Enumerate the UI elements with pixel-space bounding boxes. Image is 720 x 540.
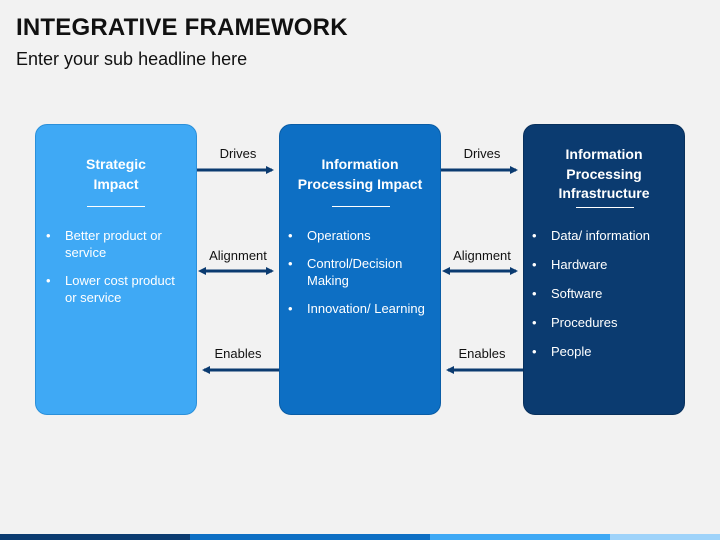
box-title-line: Processing <box>566 165 642 182</box>
bar-segment <box>190 534 430 540</box>
list-item: Data/ information <box>532 227 676 244</box>
bullet-list: Data/ information Hardware Software Proc… <box>532 227 676 372</box>
alignment-label-left: Alignment <box>209 248 267 263</box>
box-title-line: Strategic <box>86 156 146 172</box>
box-title-line: Infrastructure <box>558 185 650 201</box>
page-subtitle: Enter your sub headline here <box>16 49 248 69</box>
bullet-list: Better product or service Lower cost pro… <box>46 227 188 317</box>
enables-label-right: Enables <box>458 346 506 361</box>
information-processing-impact-box: Information Processing Impact Operations… <box>279 124 441 415</box>
box-title: Information Processing Infrastructure <box>524 145 684 204</box>
drives-label-left: Drives <box>219 146 257 161</box>
bar-segment <box>430 534 610 540</box>
box-title-line: Information <box>321 156 399 172</box>
title-underline <box>87 206 145 207</box>
bullet-list: Operations Control/Decision Making Innov… <box>288 227 432 328</box>
list-item: Procedures <box>532 314 676 331</box>
box-title-line: Information <box>565 146 643 162</box>
list-item: Operations <box>288 227 432 244</box>
title-underline <box>576 207 634 208</box>
box-title: Strategic Impact <box>36 155 196 194</box>
alignment-label-right: Alignment <box>453 248 511 263</box>
list-item: Lower cost product or service <box>46 272 188 306</box>
list-item: Innovation/ Learning <box>288 300 432 317</box>
bottom-decor-bar <box>0 534 720 540</box>
list-item: Better product or service <box>46 227 188 261</box>
box-title-line: Impact <box>93 175 139 192</box>
list-item: People <box>532 343 676 360</box>
bar-segment <box>610 534 720 540</box>
information-processing-infrastructure-box: Information Processing Infrastructure Da… <box>523 124 685 415</box>
box-title: Information Processing Impact <box>280 155 440 194</box>
list-item: Software <box>532 285 676 302</box>
title-underline <box>332 206 390 207</box>
page-title: INTEGRATIVE FRAMEWORK <box>16 14 348 41</box>
enables-label-left: Enables <box>214 346 262 361</box>
list-item: Hardware <box>532 256 676 273</box>
bar-segment <box>0 534 190 540</box>
strategic-impact-box: Strategic Impact Better product or servi… <box>35 124 197 415</box>
list-item: Control/Decision Making <box>288 255 432 289</box>
drives-label-right: Drives <box>463 146 501 161</box>
box-title-line: Processing Impact <box>297 175 423 192</box>
